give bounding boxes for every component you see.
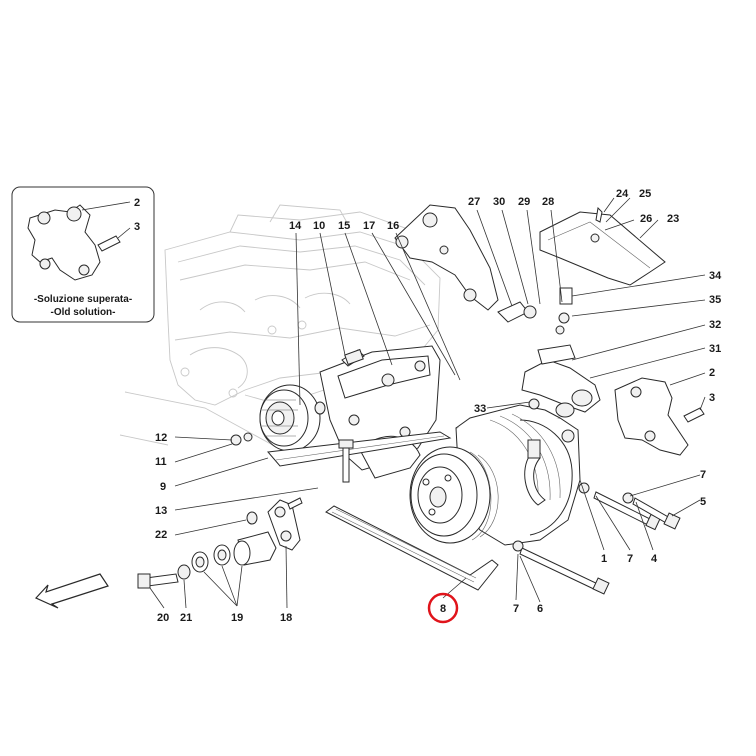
direction-arrow-icon — [34, 573, 109, 609]
callout-13: 13 — [155, 505, 167, 517]
tensioner-pulley — [259, 384, 321, 452]
callout-33: 33 — [474, 403, 486, 415]
compressor-pulley — [409, 446, 499, 544]
inset-callout-2: 2 — [134, 197, 140, 209]
old-solution-inset: 2 3 -Soluzione superata- -Old solution- — [11, 186, 155, 323]
callout-11: 11 — [155, 456, 167, 468]
bolt-14 — [338, 439, 354, 483]
callout-9: 9 — [160, 481, 166, 493]
callout-15: 15 — [338, 220, 350, 232]
inset-caption-italian: -Soluzione superata- — [34, 294, 132, 305]
callout-4: 4 — [651, 553, 658, 565]
callout-34: 34 — [709, 270, 722, 282]
callout-35: 35 — [709, 294, 721, 306]
callout-27: 27 — [468, 196, 480, 208]
callout-14: 14 — [289, 220, 302, 232]
callout-7-middle: 7 — [627, 553, 633, 565]
callout-3: 3 — [709, 392, 715, 404]
callout-16: 16 — [387, 220, 399, 232]
callout-18: 18 — [280, 612, 292, 624]
callout-26: 26 — [640, 213, 652, 225]
callout-21: 21 — [180, 612, 192, 624]
callout-6: 6 — [537, 603, 543, 615]
callout-12: 12 — [155, 432, 167, 444]
callout-numbers: 14 10 15 17 16 27 30 29 28 24 25 26 23 3… — [155, 188, 722, 624]
callout-7-bottom: 7 — [513, 603, 519, 615]
callout-24: 24 — [616, 188, 629, 200]
callout-25: 25 — [639, 188, 651, 200]
callout-5: 5 — [700, 496, 706, 508]
highlighted-callout-8[interactable]: 8 — [427, 592, 459, 624]
callout-1: 1 — [601, 553, 607, 565]
callout-19: 19 — [231, 612, 243, 624]
pipe-fittings — [497, 287, 601, 418]
callout-31: 31 — [709, 343, 721, 355]
callout-17: 17 — [363, 220, 375, 232]
right-bracket — [614, 377, 705, 456]
highlight-ring — [427, 592, 459, 624]
callout-10: 10 — [313, 220, 325, 232]
heat-shield-23 — [539, 206, 666, 286]
callout-22: 22 — [155, 529, 167, 541]
callout-20: 20 — [157, 612, 169, 624]
callout-8: 8 — [440, 603, 446, 615]
inset-callout-3: 3 — [134, 221, 140, 233]
inset-bolt — [97, 235, 121, 252]
inset-caption-english: -Old solution- — [51, 307, 116, 318]
belt-13 — [267, 431, 452, 467]
engine-block-ghost — [119, 204, 441, 461]
leader-lines — [149, 197, 706, 609]
bolt-10 — [314, 348, 365, 415]
washers-11-12 — [230, 432, 253, 446]
callout-7-right: 7 — [700, 469, 706, 481]
callout-30: 30 — [493, 196, 505, 208]
upper-bracket — [394, 204, 499, 311]
callout-29: 29 — [518, 196, 530, 208]
callout-28: 28 — [542, 196, 554, 208]
callout-2: 2 — [709, 367, 715, 379]
callout-23: 23 — [667, 213, 679, 225]
drive-belt-8 — [325, 505, 499, 591]
callout-32: 32 — [709, 319, 721, 331]
idler-assembly — [137, 497, 303, 589]
compressor-support-bracket — [319, 345, 441, 479]
